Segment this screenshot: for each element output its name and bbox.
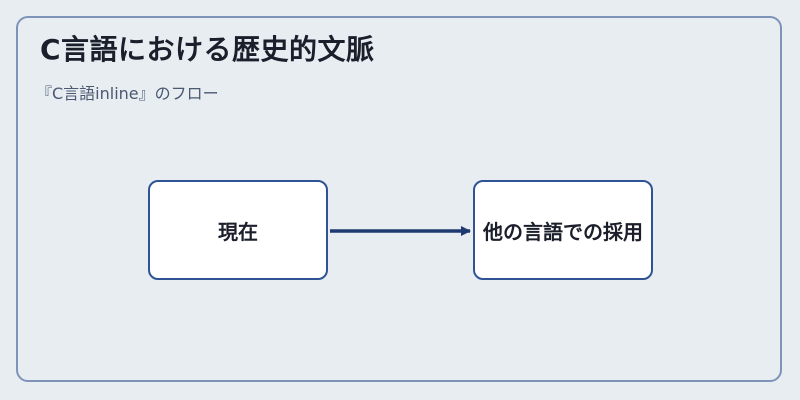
diagram-frame (16, 16, 782, 382)
node-current[interactable]: 現在 (148, 180, 328, 280)
diagram-title: C言語における歴史的文脈 (40, 33, 375, 66)
node-current-label: 現在 (218, 219, 258, 244)
node-adoption-label: 他の言語での採用 (483, 219, 643, 244)
diagram-subtitle: 『C言語inline』のフロー (36, 84, 219, 103)
node-adoption-other-languages[interactable]: 他の言語での採用 (473, 180, 653, 280)
